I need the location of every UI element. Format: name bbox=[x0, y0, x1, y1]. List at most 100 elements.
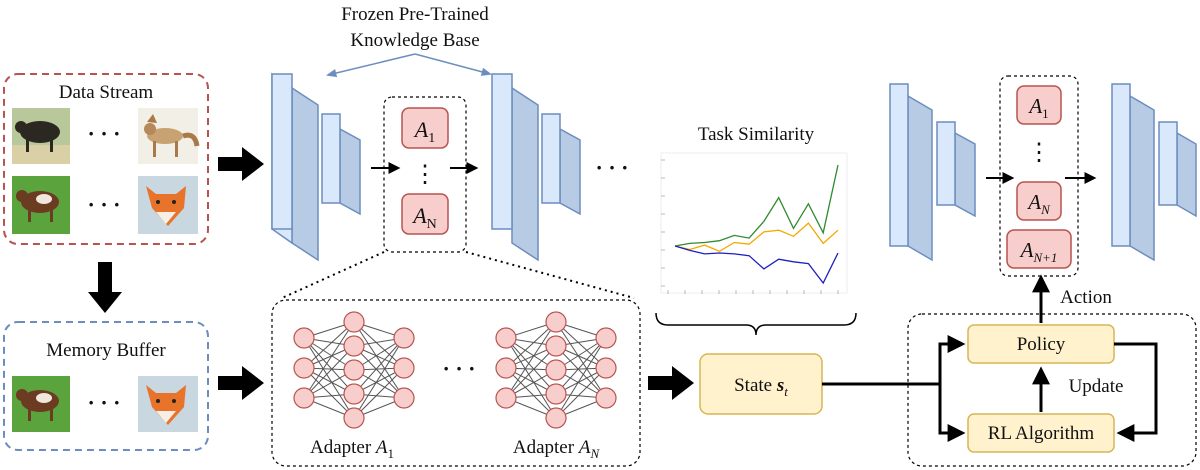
network-node bbox=[293, 357, 315, 379]
arrow-memory-to-adapters bbox=[218, 366, 264, 400]
adapter-a1-label: A1 bbox=[413, 117, 435, 146]
network-node bbox=[343, 359, 365, 381]
network-edge bbox=[505, 337, 557, 419]
network-node bbox=[545, 383, 567, 405]
adapter-detail-dots: · · · bbox=[442, 356, 475, 381]
similarity-series-3 bbox=[674, 245, 839, 285]
similarity-series-1 bbox=[674, 164, 839, 247]
network-node bbox=[293, 387, 315, 409]
adapter-detail-box bbox=[271, 299, 641, 467]
data-stream-title: Data Stream bbox=[59, 82, 154, 103]
adapter-a1-caption: Adapter A1 bbox=[310, 437, 394, 461]
knowledge-base-title-line2: Knowledge Base bbox=[350, 30, 479, 51]
network-edge bbox=[303, 367, 355, 419]
backbone-block-4 bbox=[541, 113, 581, 216]
network-edge bbox=[555, 321, 607, 399]
network-node bbox=[595, 327, 617, 349]
network-node bbox=[495, 327, 517, 349]
network-edge bbox=[555, 337, 607, 419]
network-edge bbox=[353, 345, 405, 399]
output-adapter-stack-box bbox=[999, 75, 1079, 277]
network-node bbox=[393, 327, 415, 349]
data-stream-image-cow bbox=[12, 108, 70, 164]
adapter-a1 bbox=[401, 107, 449, 149]
adapter-an bbox=[401, 193, 449, 235]
output-adapter-a1 bbox=[1016, 85, 1062, 125]
memory-buffer-box bbox=[3, 321, 209, 451]
down-arrow-memory bbox=[88, 262, 122, 313]
rl-algorithm-box bbox=[967, 413, 1115, 453]
action-label: Action bbox=[1060, 287, 1112, 308]
memory-buffer-dots: · · · bbox=[87, 390, 120, 415]
similarity-series-2 bbox=[674, 222, 839, 253]
rl-algorithm-label: RL Algorithm bbox=[988, 423, 1095, 444]
adapter-an-label: AN bbox=[411, 203, 437, 232]
adapter-an-caption: Adapter AN bbox=[513, 437, 601, 461]
network-edge bbox=[555, 321, 607, 369]
policy-to-rl-arrow bbox=[1114, 342, 1158, 442]
network-node bbox=[545, 311, 567, 333]
output-adapter-an bbox=[1016, 181, 1062, 221]
data-stream-box bbox=[3, 73, 209, 245]
data-stream-dots-top: · · · bbox=[87, 121, 120, 146]
network-edge bbox=[303, 337, 355, 419]
network-node bbox=[545, 359, 567, 381]
output-adapter-new-label: AN+1 bbox=[1019, 238, 1058, 265]
network-edge bbox=[353, 367, 405, 419]
knowledge-base-title-line1: Frozen Pre-Trained bbox=[341, 4, 489, 25]
network-edge bbox=[555, 345, 607, 399]
zoom-line-right bbox=[465, 251, 635, 299]
memory-buffer-title: Memory Buffer bbox=[46, 340, 166, 361]
memory-image-cow-green bbox=[12, 376, 70, 432]
memory-image-fox-face bbox=[138, 376, 198, 432]
network-edge bbox=[353, 337, 405, 419]
adapter-stack-vdots: ⋮ bbox=[413, 162, 437, 188]
network-node bbox=[545, 407, 567, 429]
network-edge bbox=[353, 321, 405, 369]
output-adapter-an-label: AN bbox=[1026, 190, 1051, 217]
task-similarity-lines bbox=[674, 164, 839, 285]
network-node bbox=[495, 387, 517, 409]
backbone-block-2 bbox=[321, 113, 361, 216]
network-edge bbox=[303, 337, 355, 395]
output-block-4 bbox=[1158, 121, 1197, 218]
kb-arrow-left bbox=[325, 53, 416, 78]
state-to-policy-arrow bbox=[938, 335, 966, 384]
network-node bbox=[393, 387, 415, 409]
data-stream-image-fox-face bbox=[138, 176, 198, 234]
network-edge bbox=[555, 337, 607, 395]
network-node bbox=[595, 387, 617, 409]
network-node bbox=[343, 383, 365, 405]
network-edge bbox=[505, 345, 557, 399]
adapter-network-n bbox=[495, 311, 617, 429]
backbone-block-1 bbox=[271, 72, 319, 262]
state-label: State st bbox=[734, 375, 788, 399]
network-node bbox=[495, 357, 517, 379]
backbone-dots: · · · bbox=[595, 155, 628, 180]
kb-arrow-right bbox=[414, 53, 493, 76]
task-similarity-ticks bbox=[661, 159, 839, 294]
output-block-1 bbox=[889, 83, 933, 262]
zoom-line-left bbox=[281, 251, 385, 299]
network-edge bbox=[505, 321, 557, 399]
network-edge bbox=[555, 367, 607, 419]
data-stream-image-fox bbox=[138, 108, 200, 164]
output-block-3 bbox=[1111, 83, 1155, 262]
data-stream-image-cow-green bbox=[12, 176, 70, 234]
network-node bbox=[343, 311, 365, 333]
network-node bbox=[293, 327, 315, 349]
policy-label: Policy bbox=[1017, 334, 1066, 355]
rl-loop-box bbox=[907, 313, 1197, 467]
task-similarity-title: Task Similarity bbox=[698, 124, 815, 145]
network-edge bbox=[303, 321, 355, 399]
network-node bbox=[595, 357, 617, 379]
network-node bbox=[393, 357, 415, 379]
network-node bbox=[343, 407, 365, 429]
task-similarity-brace bbox=[655, 312, 857, 336]
output-adapter-a1-label: A1 bbox=[1027, 94, 1048, 121]
network-edge bbox=[303, 321, 355, 369]
network-node bbox=[545, 335, 567, 357]
output-adapter-vdots: ⋮ bbox=[1027, 140, 1051, 166]
update-label: Update bbox=[1069, 376, 1124, 397]
